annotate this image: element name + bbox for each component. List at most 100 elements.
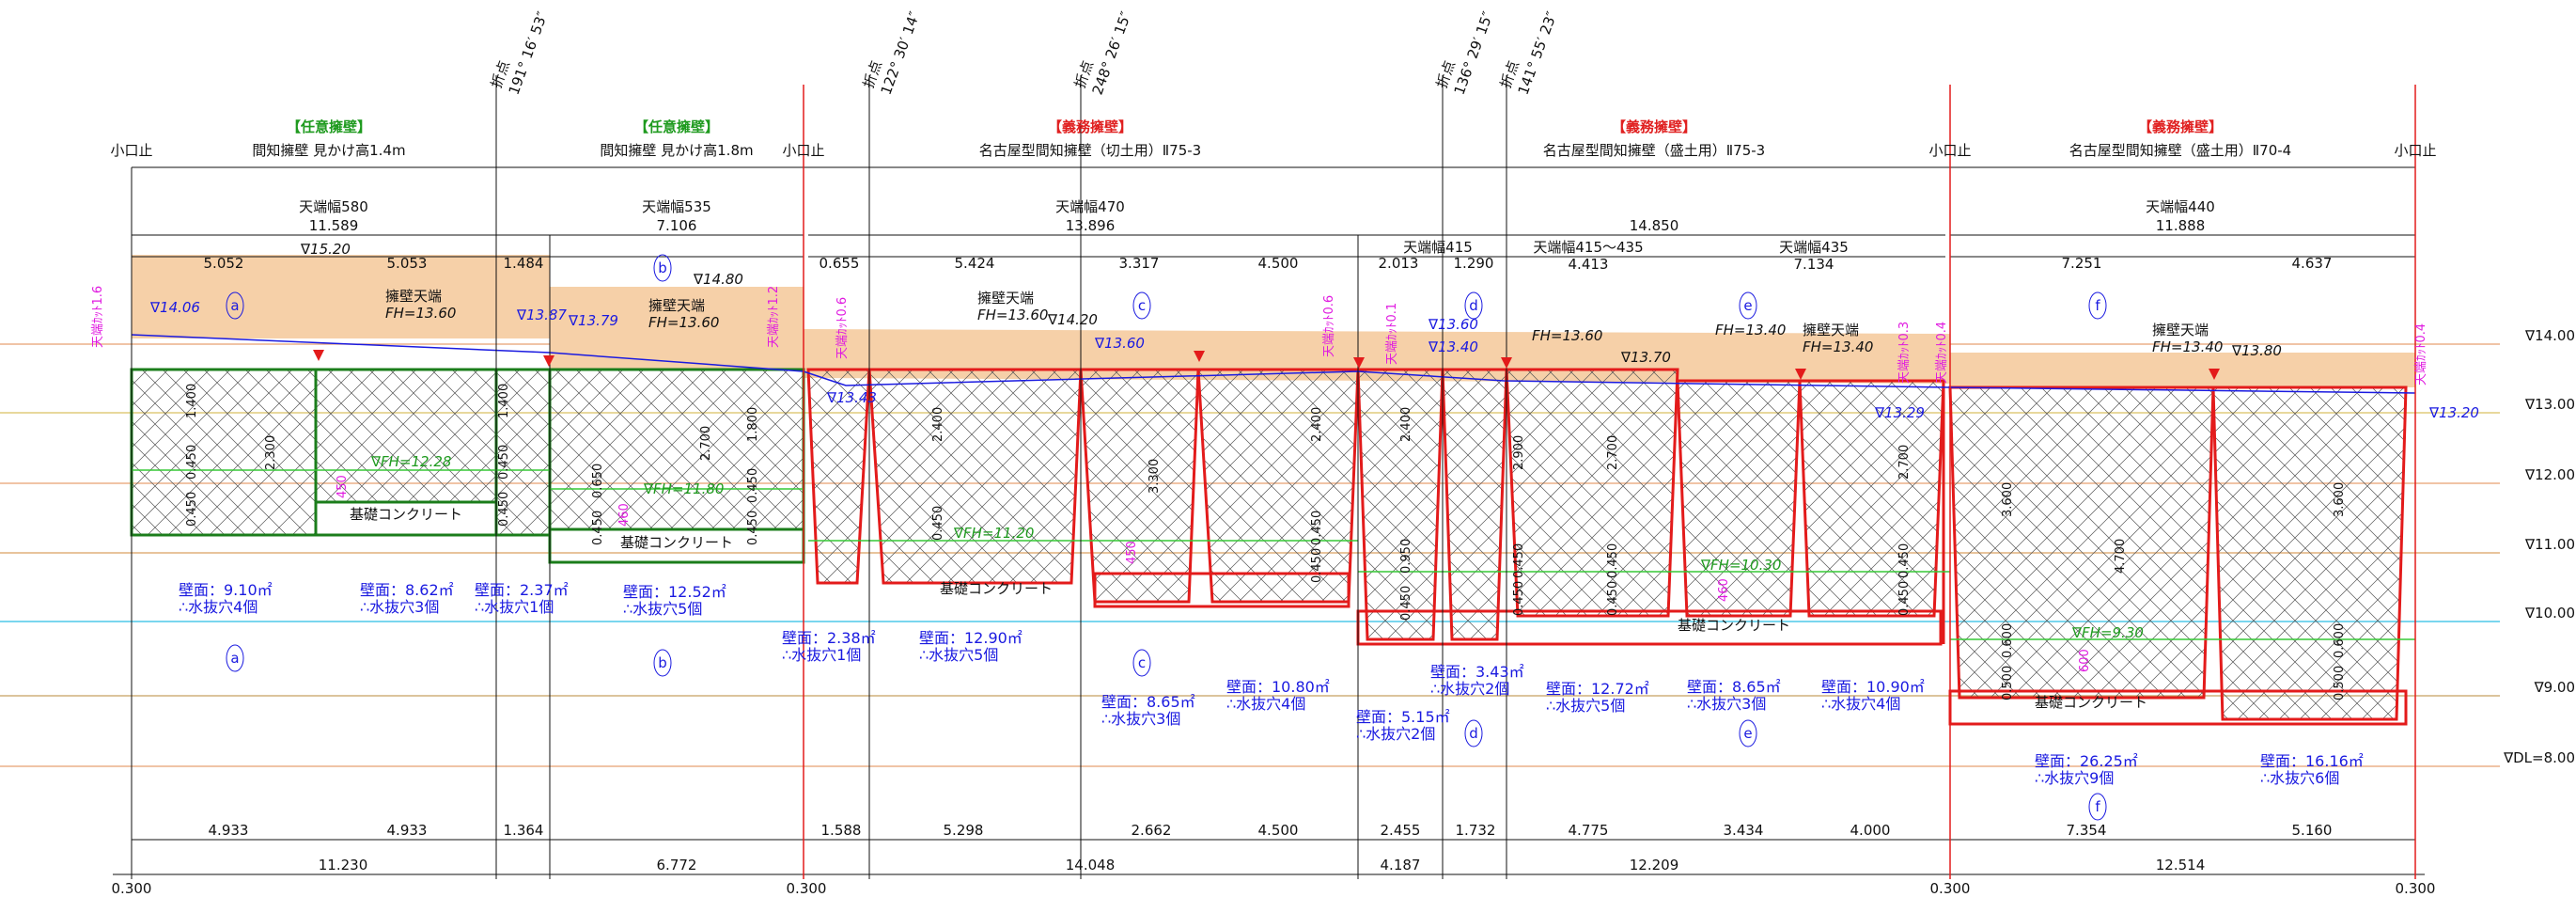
title-d-name: 名古屋型間知擁壁（盛土用）Ⅱ75-3: [1543, 142, 1765, 159]
level-label: ∇11.00: [2524, 536, 2575, 553]
green-mark: ∇FH=12.28: [370, 453, 451, 470]
markers: [313, 350, 2220, 380]
svg-text:e: e: [1743, 725, 1752, 742]
vdim: 0.450: [746, 511, 760, 545]
svg-text:f: f: [2095, 297, 2100, 314]
top-dim: 3.317: [1119, 255, 1160, 272]
vdim: 2.900: [1512, 435, 1526, 470]
vdim: 0.450: [1399, 586, 1413, 621]
level-label: ∇10.00: [2524, 605, 2575, 622]
title-e-tag: 【義務擁壁】: [2138, 118, 2223, 135]
drain-holes: ∴水抜穴3個: [1101, 710, 1180, 728]
title-c-name: 名古屋型間知擁壁（切土用）Ⅱ75-3: [979, 142, 1201, 159]
vdim: 0.450: [591, 511, 605, 545]
vdim: 3.300: [1147, 459, 1162, 494]
wall-top-label: 擁壁天端: [2152, 322, 2209, 338]
title-a-name: 間知擁壁 見かけ高1.4m: [252, 142, 405, 159]
drain-holes: ∴水抜穴5個: [919, 646, 998, 664]
vdim: 2.400: [1399, 407, 1413, 442]
vdim: 0.500: [2001, 666, 2015, 700]
fh-label: FH=13.60: [648, 314, 719, 331]
wall-area: 壁面：8.65㎡: [1687, 678, 1781, 696]
crest-label-2: 天端幅535: [642, 198, 711, 215]
drain-holes: ∴水抜穴6個: [2260, 769, 2339, 787]
top-dim: 0.655: [820, 255, 860, 272]
crest-label-7: 天端幅440: [2146, 198, 2215, 215]
level-label: ∇12.00: [2524, 466, 2575, 483]
bottom-dim: 4.000: [1850, 822, 1891, 839]
bend-angle-4: 136° 29′ 15″: [1451, 8, 1497, 97]
vdim: 2.700: [699, 426, 713, 461]
fh-lines: [132, 469, 2415, 640]
top-dim: 5.053: [387, 255, 428, 272]
bottom-dim: 3.434: [1724, 822, 1764, 839]
wall-top-line: [131, 334, 2416, 394]
top-dim: 5.052: [204, 255, 244, 272]
bend-lines: [495, 75, 1507, 879]
section-mark-d: d d: [1464, 291, 1483, 748]
wall-area: 壁面：12.52㎡: [623, 583, 726, 601]
wall-area: 壁面：8.65㎡: [1101, 693, 1195, 711]
cut-label: 天端ｶｯﾄ0.6: [1322, 295, 1336, 357]
foundation-label: 基礎コンクリート: [1678, 617, 1790, 634]
fh-label: FH=13.60: [977, 307, 1048, 323]
section-mark-b: b b: [653, 254, 672, 677]
bottom-dim: 5.160: [2292, 822, 2333, 839]
foundation-label: 基礎コンクリート: [940, 580, 1053, 597]
vdim: 1.400: [497, 384, 511, 418]
vdim: 0.450: [1606, 581, 1620, 616]
ground-mark: ∇14.20: [1047, 311, 1098, 328]
total-dim: 6.772: [657, 857, 697, 873]
vdim: 0.600: [2333, 623, 2347, 658]
crest-value-7: 11.888: [2156, 217, 2206, 234]
blue-mark: ∇13.40: [1428, 338, 1478, 355]
fh-label: FH=13.60: [385, 305, 456, 322]
level-label: ∇13.00: [2524, 396, 2575, 413]
small-dim: 600: [2078, 649, 2092, 672]
svg-text:a: a: [230, 650, 239, 667]
cut-label: 天端ｶｯﾄ0.6: [835, 297, 850, 359]
title-e-name: 名古屋型間知擁壁（盛土用）Ⅱ70-4: [2069, 142, 2291, 159]
top-dim: 2.013: [1379, 255, 1419, 272]
vdim: 0.450: [1606, 543, 1620, 578]
vdim: 2.400: [931, 407, 945, 442]
level-label: ∇DL=8.00: [2503, 749, 2575, 766]
cut-label: 天端ｶｯﾄ1.6: [91, 286, 105, 348]
bend-angle-3: 248° 26′ 15″: [1089, 8, 1135, 97]
top-dim: 1.290: [1454, 255, 1494, 272]
wall-area: 壁面：9.10㎡: [179, 581, 273, 599]
crest-label-5: 天端幅415～435: [1533, 239, 1643, 256]
crest-value-6: 7.134: [1794, 256, 1834, 273]
blue-mark: ∇13.79: [568, 312, 618, 329]
wall-top-label: 擁壁天端: [385, 288, 442, 305]
crest-label-4: 天端幅415: [1403, 239, 1473, 256]
total-dim: 12.514: [2156, 857, 2206, 873]
green-mark: ∇FH=11.80: [643, 480, 724, 497]
crest-value-3: 13.896: [1066, 217, 1116, 234]
small-dim: 450: [1125, 541, 1139, 564]
vdim: 0.450: [185, 445, 199, 480]
vdim: 0.450: [1897, 543, 1912, 578]
top-dim: 7.251: [2062, 255, 2102, 272]
top-dim: 5.424: [955, 255, 995, 272]
cut-label: 天端ｶｯﾄ0.4: [1935, 322, 1949, 384]
vdim: 0.450: [1512, 581, 1526, 616]
kokuchi-1: 小口止: [110, 142, 152, 159]
vdim: 2.700: [1606, 435, 1620, 470]
blue-mark: ∇13.87: [516, 307, 567, 323]
bottom-dim: 4.933: [209, 822, 249, 839]
fh-label: FH=13.40: [1715, 322, 1786, 338]
top-dim: 1.484: [504, 255, 544, 272]
small-dim: 460: [1717, 578, 1731, 602]
texts: 【任意擁壁】 間知擁壁 見かけ高1.4m 【任意擁壁】 間知擁壁 見かけ高1.8…: [91, 8, 2575, 897]
svg-text:d: d: [1469, 297, 1478, 314]
blue-mark: ∇13.20: [2428, 404, 2479, 421]
crest-value-1: 11.589: [309, 217, 359, 234]
crest-value-2: 7.106: [657, 217, 697, 234]
crest-value-5: 4.413: [1569, 256, 1609, 273]
end-dim: 0.300: [112, 880, 152, 897]
bend-angle-1: 191° 16′ 53″: [506, 8, 552, 97]
span-14850: 14.850: [1630, 217, 1679, 234]
crest-label-6: 天端幅435: [1779, 239, 1849, 256]
svg-text:c: c: [1138, 654, 1146, 671]
